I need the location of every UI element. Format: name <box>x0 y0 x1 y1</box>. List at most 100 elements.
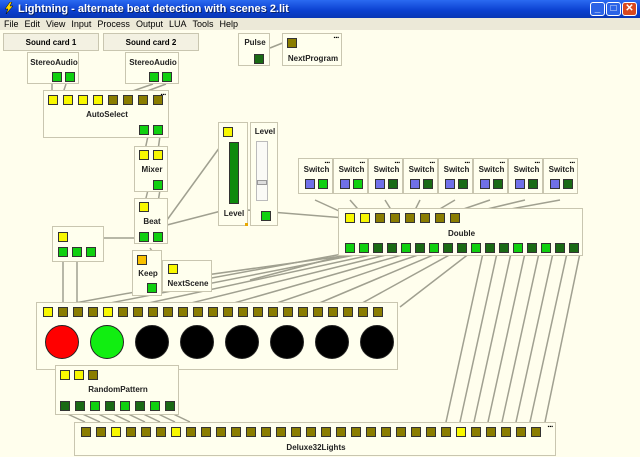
node-menu-icon[interactable]: ▪▪▪ <box>464 160 470 166</box>
input-port[interactable] <box>208 307 218 317</box>
output-port[interactable] <box>139 232 149 242</box>
beat-node[interactable]: Beat <box>134 198 168 244</box>
output-port[interactable] <box>485 243 495 253</box>
node-menu-icon[interactable]: ▪▪▪ <box>359 160 365 166</box>
node-menu-icon[interactable]: ▪▪▪ <box>160 92 166 98</box>
level-slider-track[interactable] <box>256 141 268 201</box>
input-port[interactable] <box>238 307 248 317</box>
node-menu-icon[interactable]: ▪▪▪ <box>324 160 330 166</box>
input-port[interactable] <box>276 427 286 437</box>
deluxe32-lights-node[interactable]: ▪▪▪ Deluxe32Lights <box>74 422 556 456</box>
output-port[interactable] <box>499 243 509 253</box>
input-port[interactable] <box>73 307 83 317</box>
input-port[interactable] <box>63 95 73 105</box>
input-port[interactable] <box>223 127 233 137</box>
input-port[interactable] <box>156 427 166 437</box>
output-port[interactable] <box>429 243 439 253</box>
input-port[interactable] <box>426 427 436 437</box>
switch-node-1[interactable]: ▪▪▪Switch <box>298 158 333 194</box>
output-port[interactable] <box>458 179 468 189</box>
menu-output[interactable]: Output <box>135 19 163 29</box>
input-port[interactable] <box>345 213 355 223</box>
minimize-button[interactable]: _ <box>590 2 605 16</box>
input-port[interactable] <box>390 213 400 223</box>
output-port[interactable] <box>443 243 453 253</box>
output-port[interactable] <box>387 243 397 253</box>
node-menu-icon[interactable]: ▪▪▪ <box>333 35 339 41</box>
output-port[interactable] <box>65 72 75 82</box>
input-port[interactable] <box>103 307 113 317</box>
input-port[interactable] <box>133 307 143 317</box>
input-port[interactable] <box>501 427 511 437</box>
random-pattern-node[interactable]: RandomPattern <box>55 365 179 415</box>
input-port[interactable] <box>153 150 163 160</box>
output-port[interactable] <box>105 401 115 411</box>
input-port[interactable] <box>411 427 421 437</box>
next-scene-node[interactable]: NextScene <box>162 260 212 292</box>
output-port[interactable] <box>415 243 425 253</box>
input-port[interactable] <box>471 427 481 437</box>
input-port[interactable] <box>516 427 526 437</box>
output-port[interactable] <box>254 54 264 64</box>
input-port[interactable] <box>60 370 70 380</box>
menu-edit[interactable]: Edit <box>24 19 41 29</box>
output-port[interactable] <box>165 401 175 411</box>
output-port[interactable] <box>388 179 398 189</box>
output-port[interactable] <box>569 243 579 253</box>
input-port[interactable] <box>343 307 353 317</box>
input-port[interactable] <box>435 213 445 223</box>
input-port[interactable] <box>43 307 53 317</box>
input-port[interactable] <box>253 307 263 317</box>
menu-view[interactable]: View <box>46 19 66 29</box>
output-port[interactable] <box>493 179 503 189</box>
input-port[interactable] <box>201 427 211 437</box>
input-port[interactable] <box>360 213 370 223</box>
level-meter-node[interactable]: Level <box>218 122 248 226</box>
tab-sound-card-2[interactable]: Sound card 2 <box>103 33 199 51</box>
input-port[interactable] <box>375 213 385 223</box>
input-port[interactable] <box>486 427 496 437</box>
input-port[interactable] <box>445 179 455 189</box>
switch-node-7[interactable]: ▪▪▪Switch <box>508 158 543 194</box>
output-port[interactable] <box>353 179 363 189</box>
input-port[interactable] <box>336 427 346 437</box>
input-port[interactable] <box>231 427 241 437</box>
output-port[interactable] <box>58 247 68 257</box>
input-port[interactable] <box>420 213 430 223</box>
input-port[interactable] <box>358 307 368 317</box>
node-menu-icon[interactable]: ▪▪▪ <box>547 424 553 430</box>
output-port[interactable] <box>52 72 62 82</box>
menu-tools[interactable]: Tools <box>192 19 214 29</box>
output-port[interactable] <box>555 243 565 253</box>
input-port[interactable] <box>515 179 525 189</box>
switch-node-3[interactable]: ▪▪▪Switch <box>368 158 403 194</box>
menu-file[interactable]: File <box>4 19 19 29</box>
menu-process[interactable]: Process <box>97 19 130 29</box>
input-port[interactable] <box>396 427 406 437</box>
input-port[interactable] <box>328 307 338 317</box>
output-port[interactable] <box>528 179 538 189</box>
output-port[interactable] <box>75 401 85 411</box>
output-port[interactable] <box>471 243 481 253</box>
output-port[interactable] <box>563 179 573 189</box>
input-port[interactable] <box>298 307 308 317</box>
level-slider-node[interactable]: Level <box>250 122 278 226</box>
switch-node-4[interactable]: ▪▪▪Switch <box>403 158 438 194</box>
switch-node-5[interactable]: ▪▪▪Switch <box>438 158 473 194</box>
input-port[interactable] <box>111 427 121 437</box>
next-program-node[interactable]: ▪▪▪ NextProgram <box>282 33 342 66</box>
input-port[interactable] <box>366 427 376 437</box>
output-port[interactable] <box>513 243 523 253</box>
input-port[interactable] <box>141 427 151 437</box>
lights-display-node[interactable] <box>36 302 398 370</box>
input-port[interactable] <box>81 427 91 437</box>
input-port[interactable] <box>78 95 88 105</box>
node-menu-icon[interactable]: ▪▪▪ <box>499 160 505 166</box>
input-port[interactable] <box>268 307 278 317</box>
keep-node[interactable]: Keep <box>132 250 162 296</box>
input-port[interactable] <box>126 427 136 437</box>
input-port[interactable] <box>373 307 383 317</box>
output-port[interactable] <box>527 243 537 253</box>
input-port[interactable] <box>138 95 148 105</box>
input-port[interactable] <box>168 264 178 274</box>
